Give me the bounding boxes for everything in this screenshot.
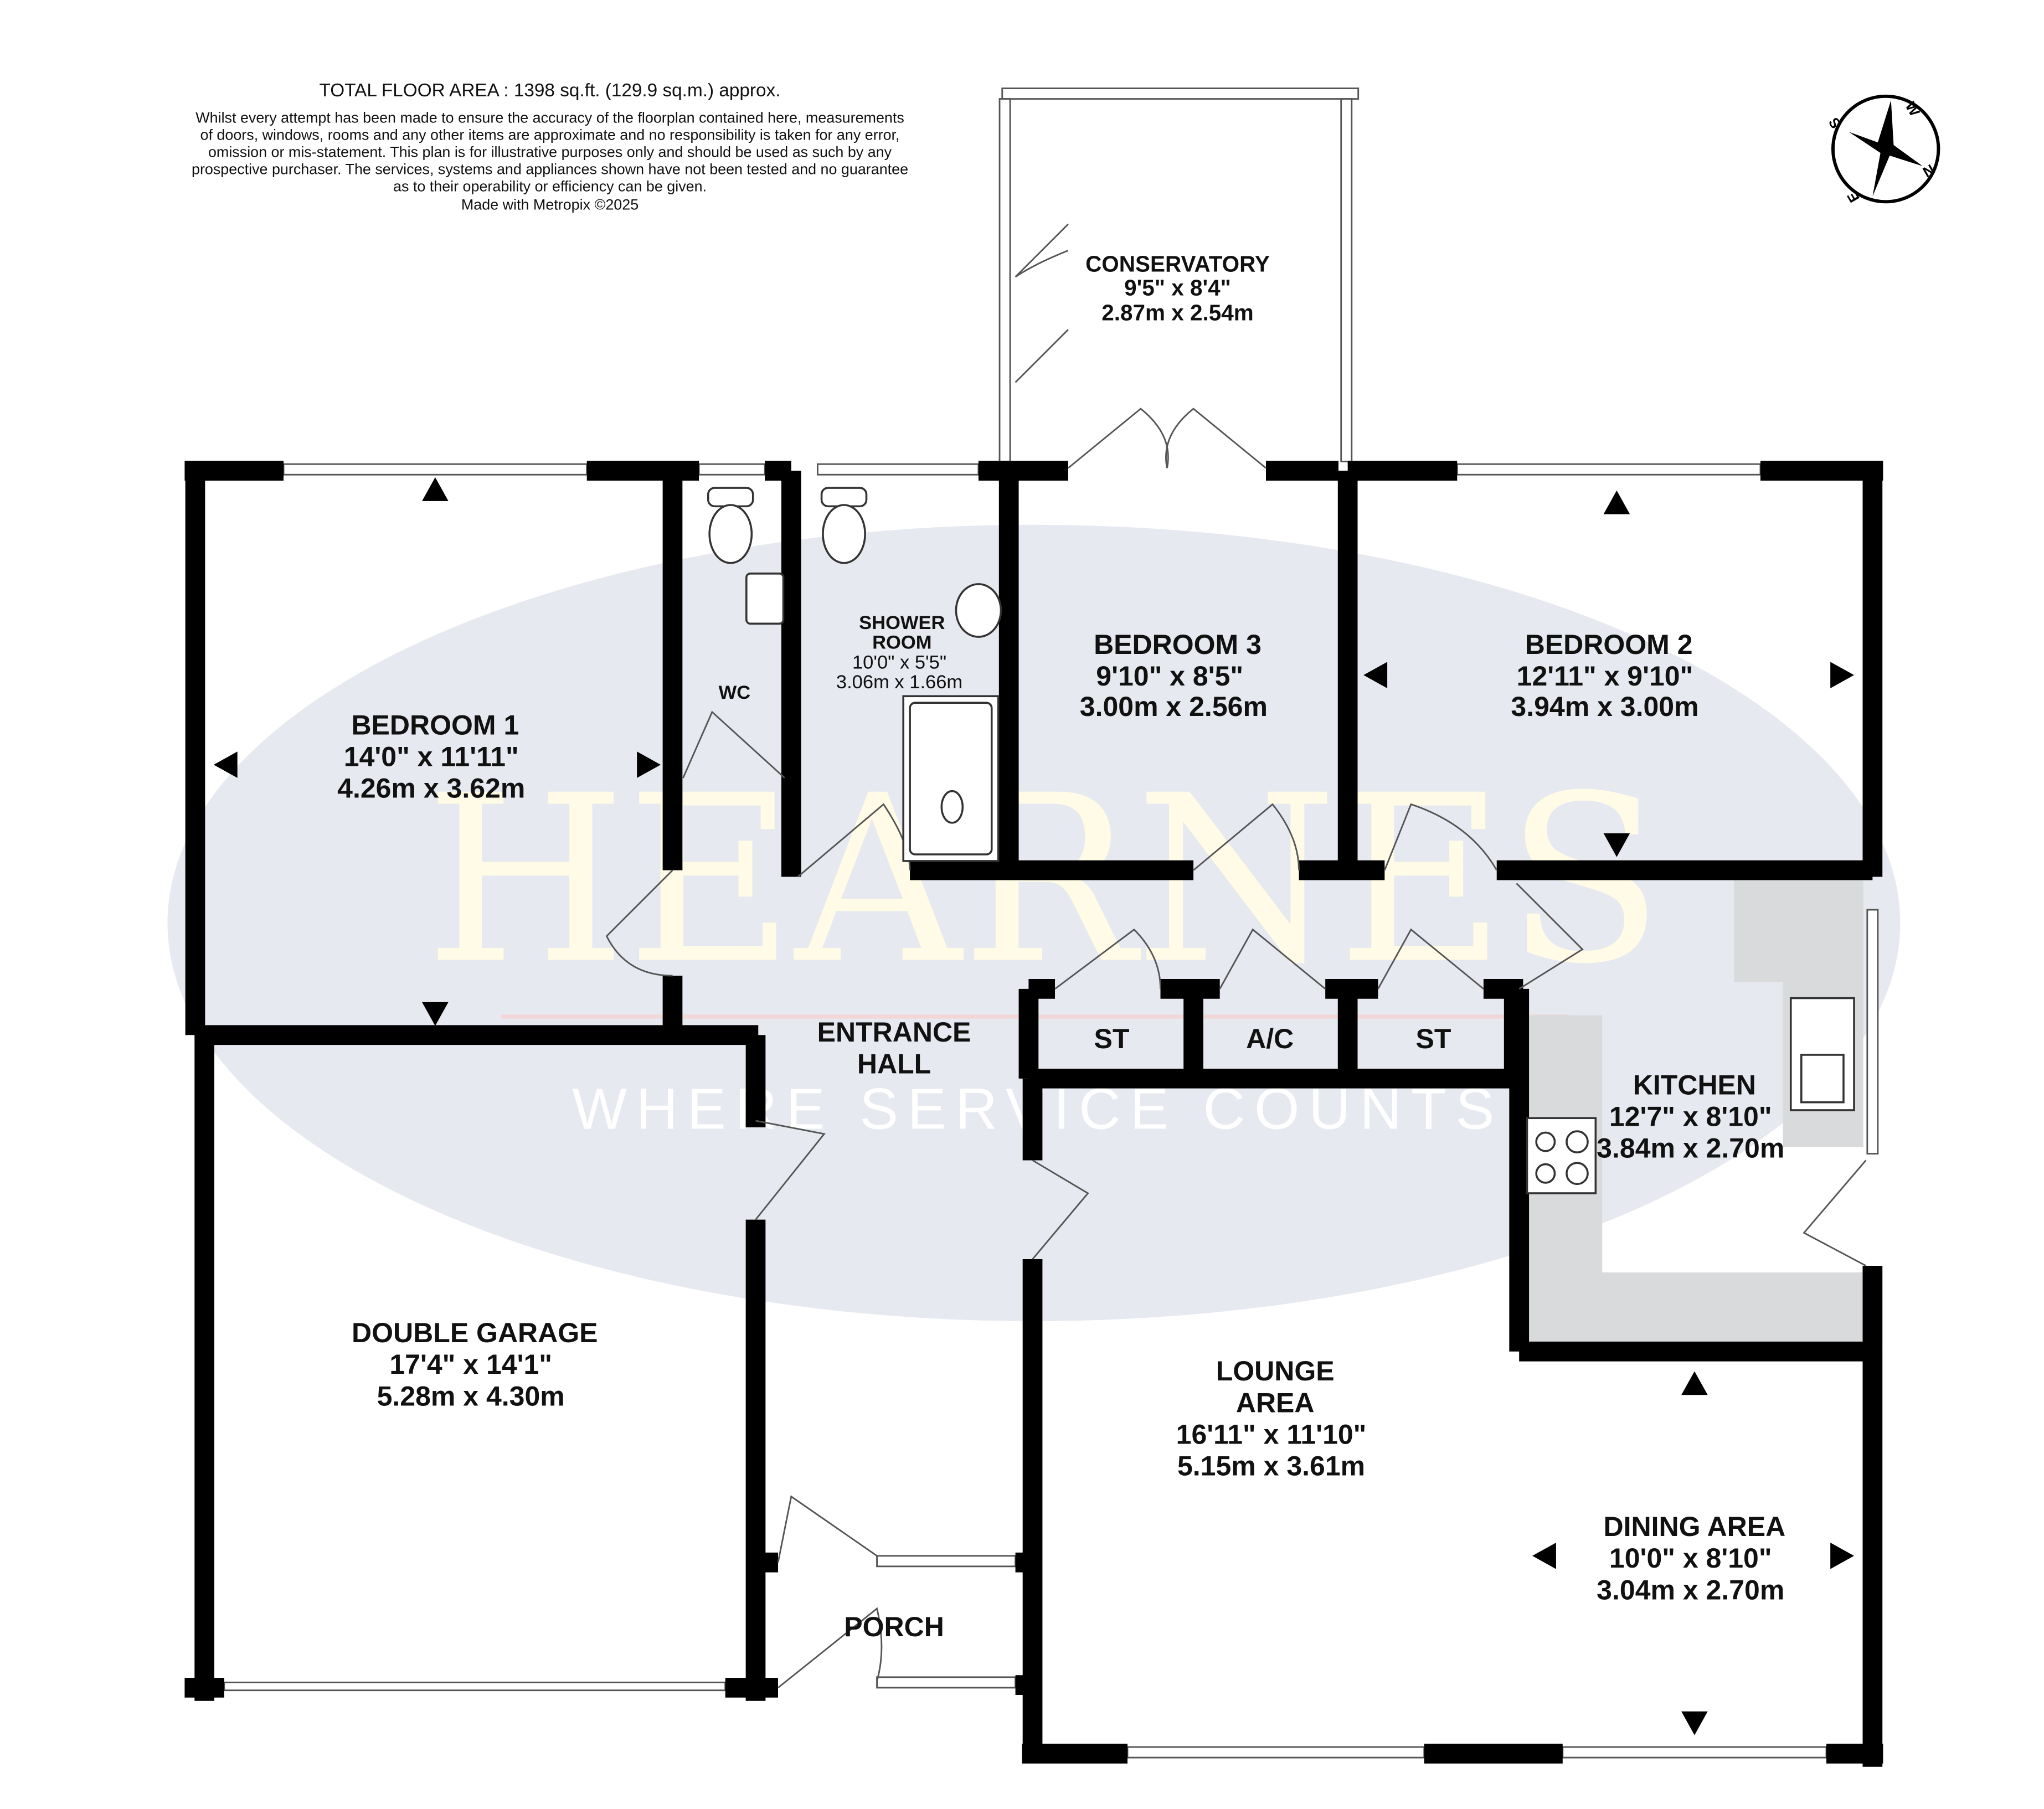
room-bedroom-2: BEDROOM 2 12'11" x 9'10" 3.94m x 3.00m — [1511, 629, 1698, 722]
svg-text:3.00m x 2.56m: 3.00m x 2.56m — [1080, 691, 1268, 722]
toilet-icon — [822, 504, 866, 564]
svg-text:12'7" x 8'10": 12'7" x 8'10" — [1609, 1101, 1772, 1132]
room-entrance-hall: ENTRANCE HALL — [817, 1017, 971, 1079]
room-bedroom-1: BEDROOM 1 14'0" x 11'11" 4.26m x 3.62m — [337, 709, 525, 803]
room-lounge-area: LOUNGE AREA 16'11" x 11'10" 5.15m x 3.61… — [1176, 1356, 1367, 1481]
room-airing-cupboard: A/C — [1246, 1023, 1294, 1054]
svg-text:BEDROOM 3: BEDROOM 3 — [1094, 629, 1262, 660]
svg-text:KITCHEN: KITCHEN — [1633, 1069, 1756, 1100]
dimension-arrows — [213, 477, 1855, 1735]
toilet-icon — [708, 504, 753, 564]
svg-text:3.84m x 2.70m: 3.84m x 2.70m — [1597, 1133, 1784, 1164]
svg-text:2.87m x 2.54m: 2.87m x 2.54m — [1101, 300, 1254, 326]
hob-icon — [1526, 1117, 1597, 1194]
compass-e: E — [1844, 189, 1863, 205]
room-storage-2: ST — [1415, 1023, 1451, 1054]
svg-text:DINING AREA: DINING AREA — [1604, 1511, 1786, 1542]
total-floor-area: TOTAL FLOOR AREA : 1398 sq.ft. (129.9 sq… — [320, 80, 781, 101]
toilet-icon — [820, 487, 868, 508]
room-porch: PORCH — [844, 1611, 944, 1642]
svg-text:LOUNGE: LOUNGE — [1216, 1356, 1335, 1387]
sink-icon — [955, 583, 1002, 638]
room-dining-area: DINING AREA 10'0" x 8'10" 3.04m x 2.70m — [1597, 1511, 1785, 1605]
doors — [605, 223, 1867, 1689]
svg-text:16'11" x 11'10": 16'11" x 11'10" — [1176, 1419, 1367, 1450]
room-kitchen: KITCHEN 12'7" x 8'10" 3.84m x 2.70m — [1597, 1069, 1784, 1163]
svg-text:10'0" x 5'5": 10'0" x 5'5" — [852, 652, 946, 673]
compass-icon: W N E S — [1825, 94, 1940, 205]
svg-text:AREA: AREA — [1236, 1387, 1315, 1418]
kitchen-fixtures — [1526, 997, 1855, 1194]
svg-text:3.94m x 3.00m: 3.94m x 3.00m — [1511, 691, 1698, 722]
walls — [184, 461, 1883, 1767]
svg-text:12'11" x 9'10": 12'11" x 9'10" — [1517, 661, 1693, 692]
disclaimer-line: as to their operability or efficiency ca… — [393, 178, 707, 194]
watermark-brand: HEARNES — [425, 746, 1664, 1015]
svg-text:WC: WC — [719, 682, 751, 703]
disclaimer-line: of doors, windows, rooms and any other i… — [200, 126, 900, 143]
svg-text:4.26m x 3.62m: 4.26m x 3.62m — [337, 773, 525, 804]
room-conservatory: CONSERVATORY 9'5" x 8'4" 2.87m x 2.54m — [1085, 251, 1270, 326]
room-bedroom-3: BEDROOM 3 9'10" x 8'5" 3.00m x 2.56m — [1080, 629, 1268, 722]
svg-text:BEDROOM 1: BEDROOM 1 — [351, 709, 519, 740]
svg-text:3.04m x 2.70m: 3.04m x 2.70m — [1597, 1574, 1784, 1605]
svg-text:BEDROOM 2: BEDROOM 2 — [1525, 629, 1693, 660]
room-shower-room: SHOWER ROOM 10'0" x 5'5" 3.06m x 1.66m — [836, 612, 962, 693]
bathroom-fixtures — [707, 487, 1002, 862]
compass-w: W — [1902, 99, 1923, 119]
svg-text:DOUBLE GARAGE: DOUBLE GARAGE — [352, 1317, 598, 1348]
svg-text:3.06m x 1.66m: 3.06m x 1.66m — [836, 672, 962, 693]
svg-text:14'0" x 11'11": 14'0" x 11'11" — [344, 741, 519, 772]
room-double-garage: DOUBLE GARAGE 17'4" x 14'1" 5.28m x 4.30… — [352, 1317, 598, 1411]
room-storage-1: ST — [1094, 1023, 1129, 1054]
svg-text:17'4" x 14'1": 17'4" x 14'1" — [389, 1349, 552, 1380]
svg-text:SHOWER: SHOWER — [859, 612, 945, 633]
sink-icon — [745, 573, 785, 625]
room-wc: WC — [719, 682, 751, 703]
made-with: Made with Metropix ©2025 — [461, 197, 639, 213]
svg-text:5.28m x 4.30m: 5.28m x 4.30m — [377, 1380, 565, 1411]
svg-text:9'10" x 8'5": 9'10" x 8'5" — [1096, 661, 1243, 692]
svg-text:CONSERVATORY: CONSERVATORY — [1085, 251, 1270, 277]
svg-text:5.15m x 3.61m: 5.15m x 3.61m — [1177, 1451, 1365, 1482]
svg-text:HALL: HALL — [857, 1048, 931, 1079]
disclaimer-line: omission or mis-statement. This plan is … — [208, 143, 892, 160]
disclaimer-line: prospective purchaser. The services, sys… — [192, 161, 908, 177]
svg-text:ROOM: ROOM — [872, 632, 931, 653]
svg-text:9'5" x 8'4": 9'5" x 8'4" — [1124, 275, 1231, 300]
svg-text:ENTRANCE: ENTRANCE — [817, 1017, 971, 1048]
header: TOTAL FLOOR AREA : 1398 sq.ft. (129.9 sq… — [192, 80, 908, 213]
svg-text:10'0" x 8'10": 10'0" x 8'10" — [1609, 1543, 1772, 1574]
disclaimer-line: Whilst every attempt has been made to en… — [195, 109, 904, 126]
toilet-icon — [707, 487, 754, 508]
